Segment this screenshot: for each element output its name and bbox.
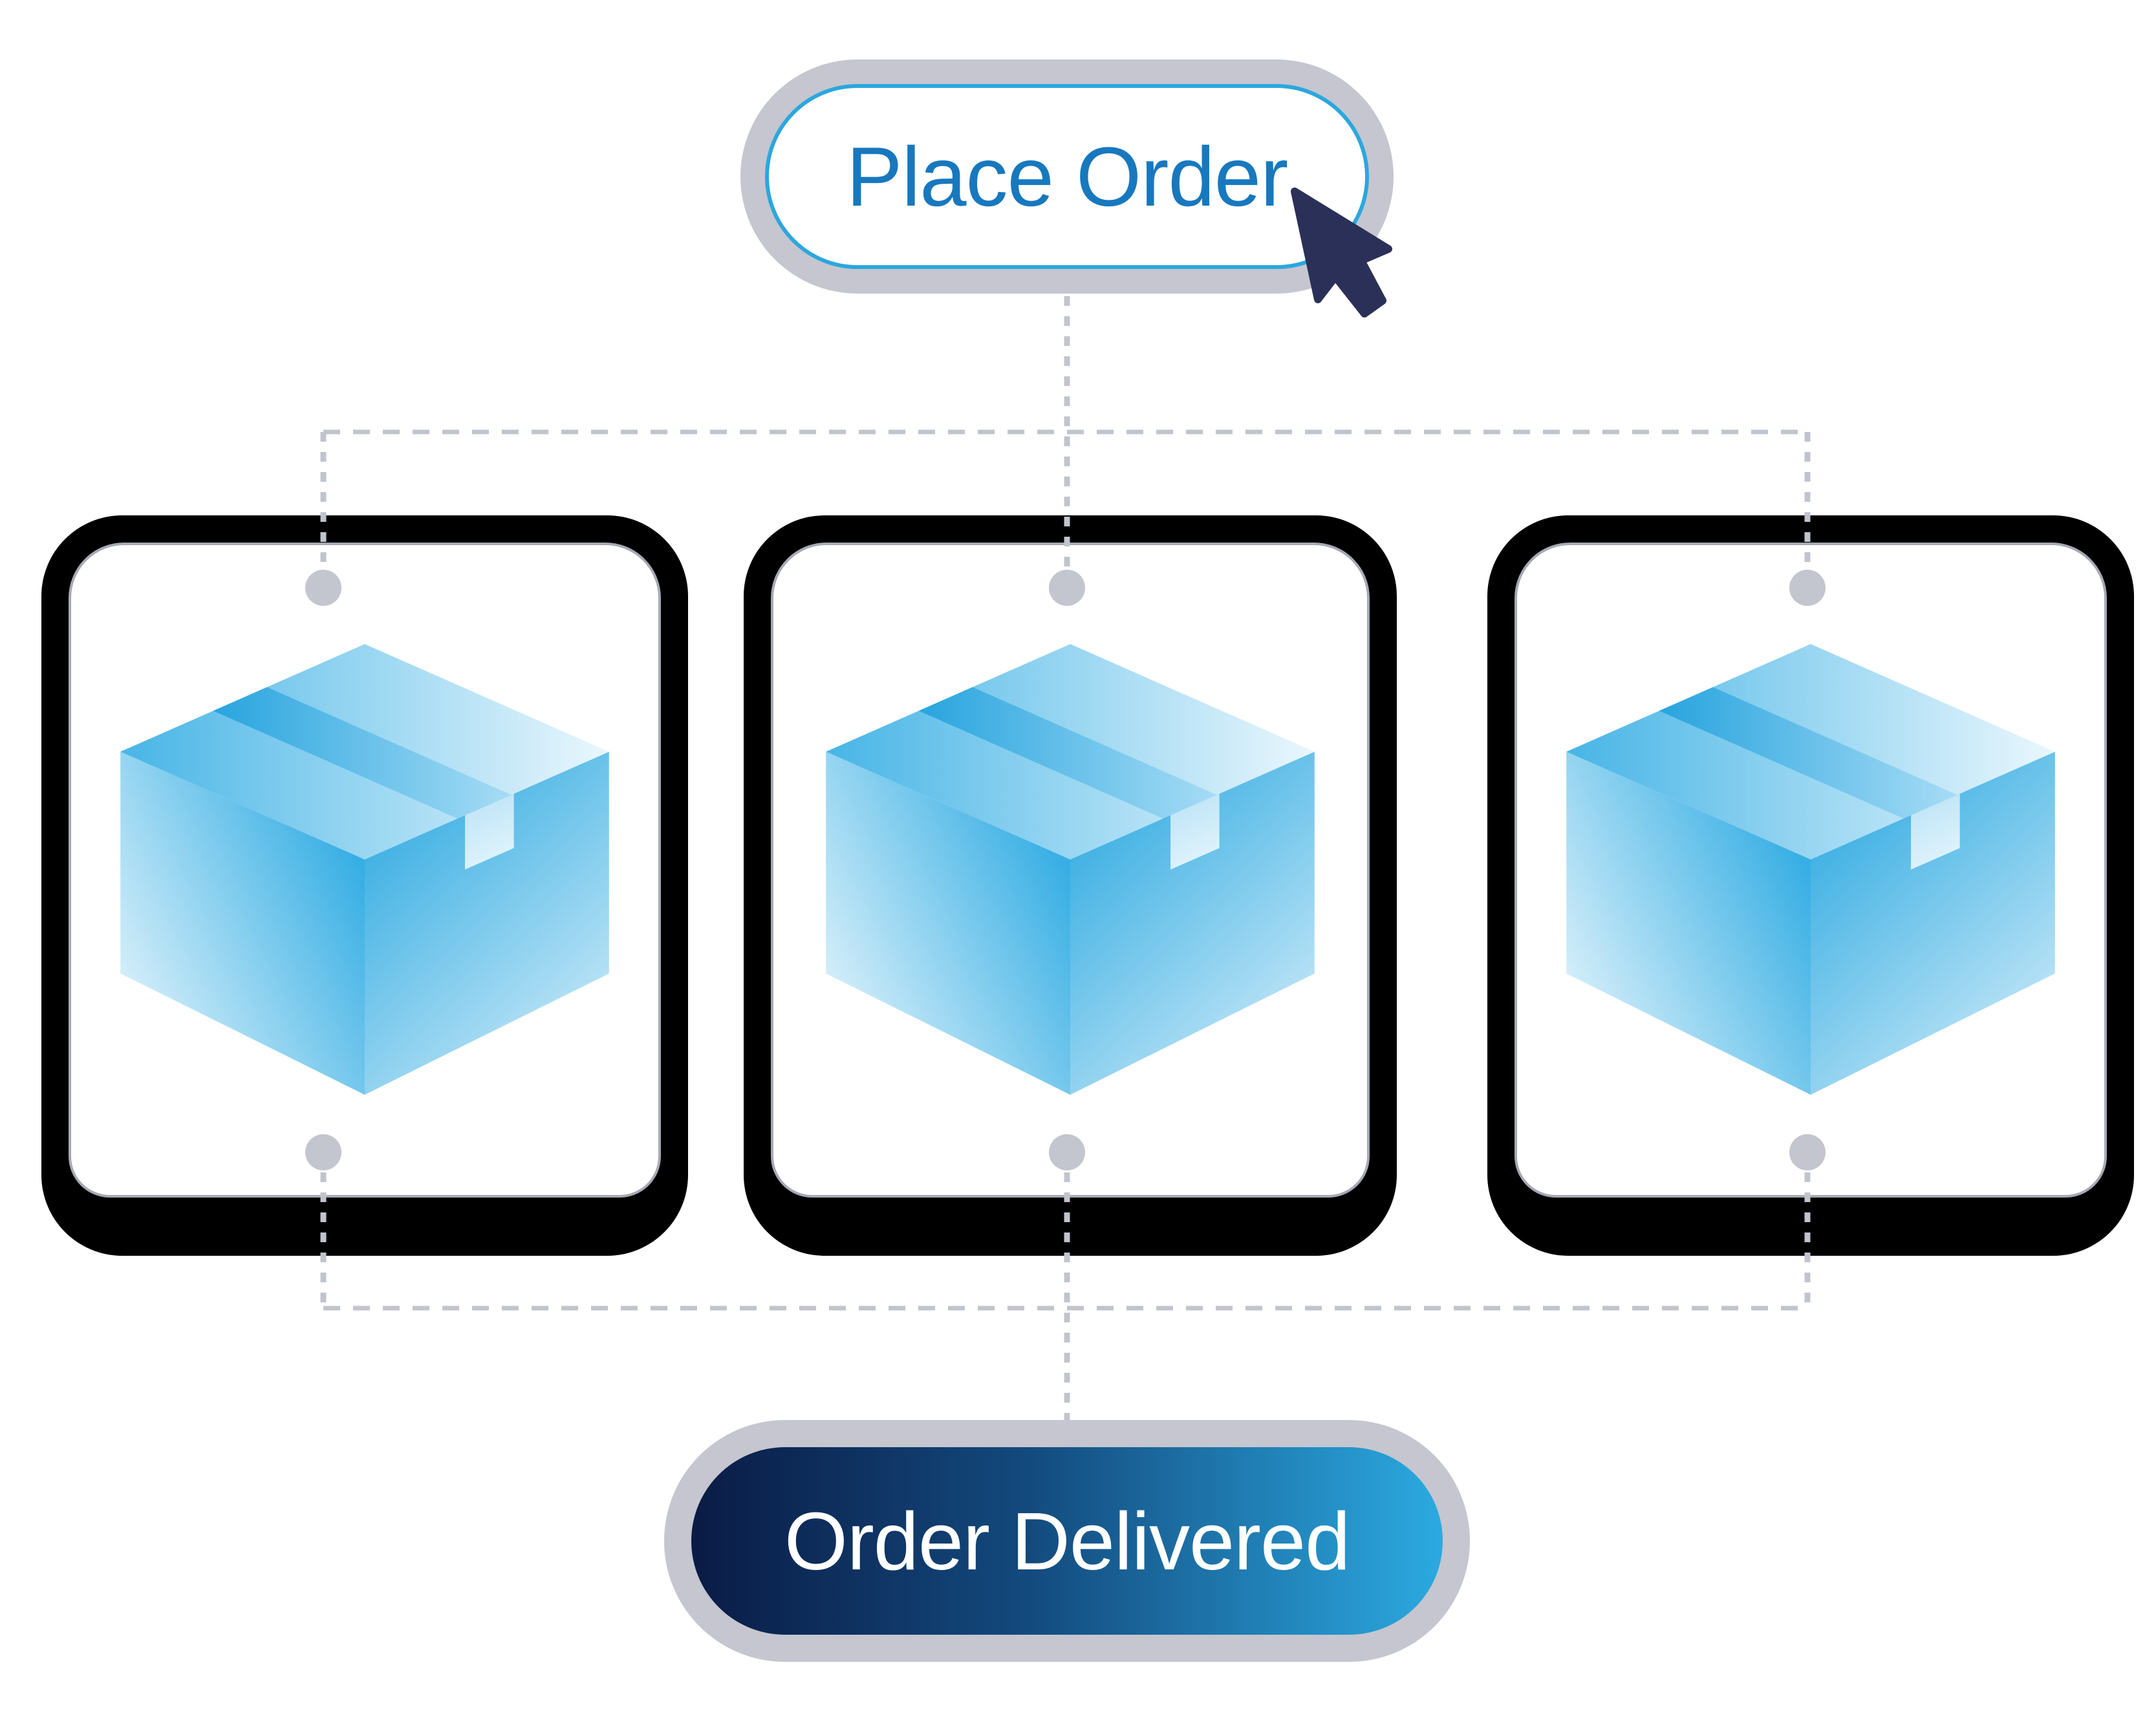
package-card-3 [1487, 515, 2134, 1256]
place-order-button[interactable]: Place Order [765, 84, 1369, 269]
package-card-2 [744, 515, 1397, 1256]
order-delivered-button[interactable]: Order Delivered [691, 1447, 1443, 1635]
order-delivered-label: Order Delivered [784, 1495, 1350, 1587]
order-delivered-ring: Order Delivered [664, 1420, 1470, 1662]
cursor-icon [1291, 188, 1392, 318]
connector-dot [305, 1134, 341, 1170]
connector-dot [1789, 1134, 1826, 1170]
connector-dot [1049, 570, 1085, 606]
place-order-ring: Place Order [740, 59, 1394, 294]
place-order-label: Place Order [846, 129, 1289, 224]
connector-dot [1049, 1134, 1085, 1170]
connector-dot [305, 570, 341, 606]
package-card-1 [41, 515, 688, 1256]
connector-dot [1789, 570, 1826, 606]
